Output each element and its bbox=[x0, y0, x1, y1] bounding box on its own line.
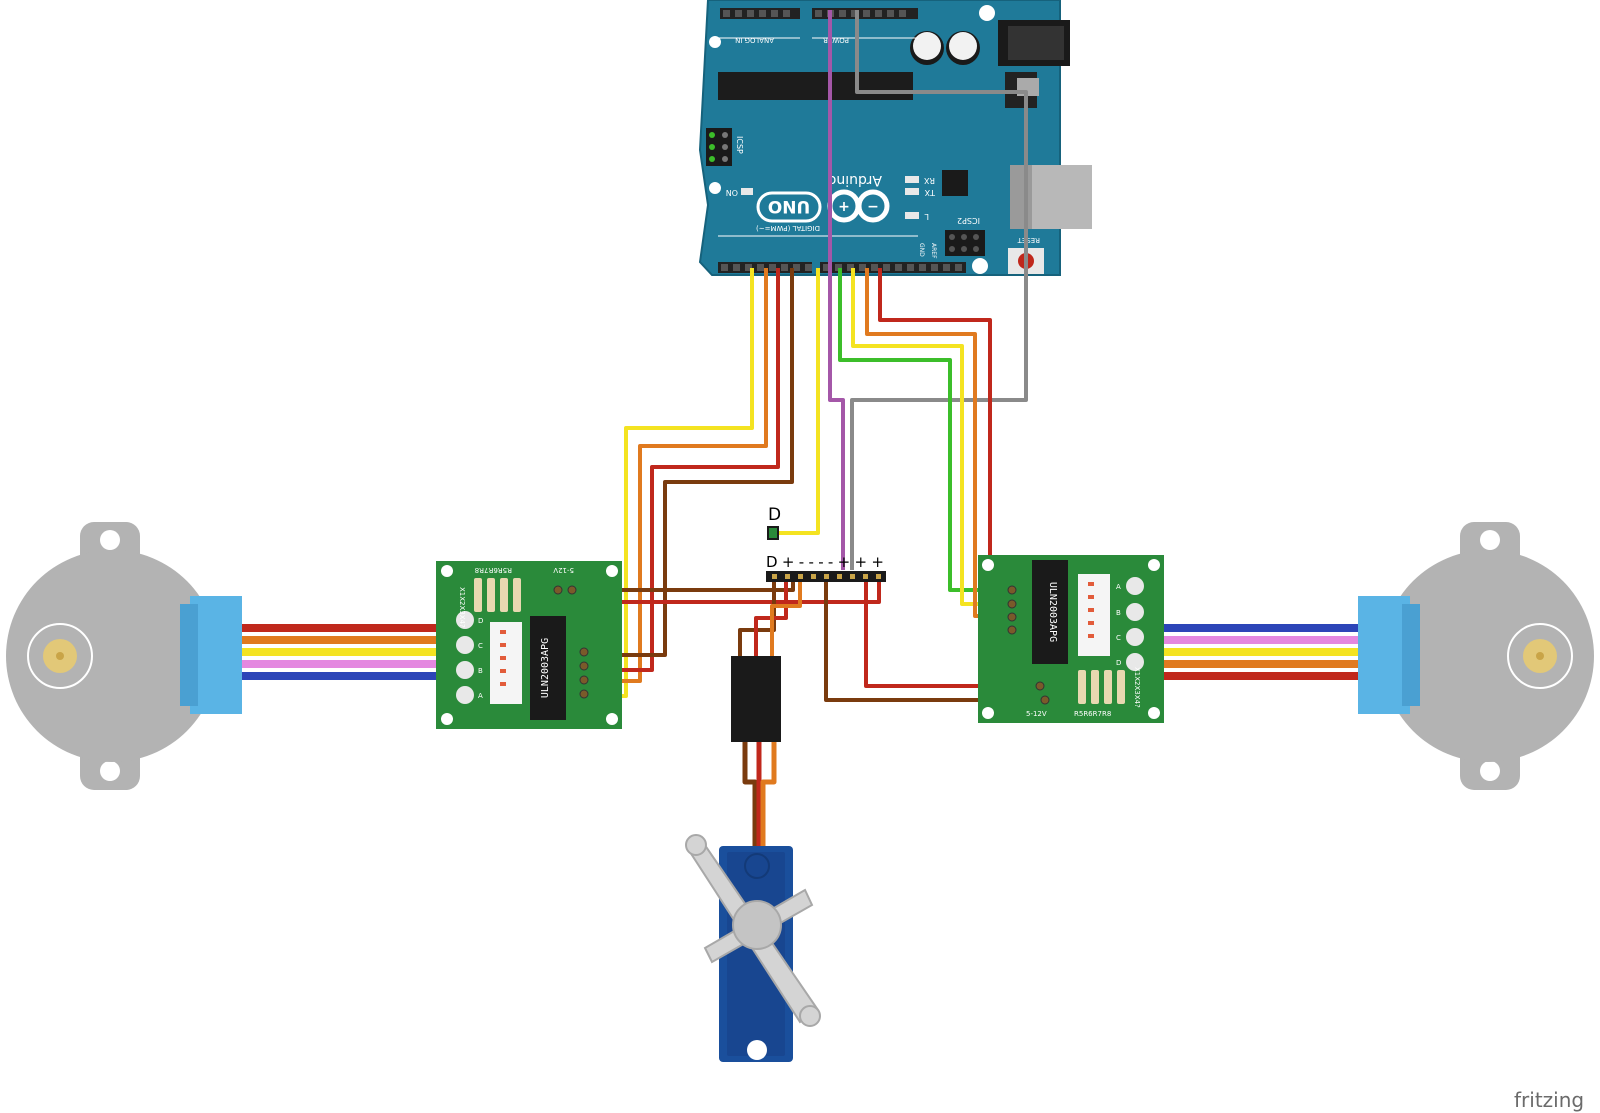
usb-controller-chip bbox=[942, 170, 968, 196]
mounting-hole bbox=[709, 36, 721, 48]
driver-board-right: ULN2003APG A B C D R5R6R7R8 X1X2X3X4? 5-… bbox=[978, 555, 1164, 723]
header-top-label: D bbox=[768, 505, 781, 525]
servo-connector bbox=[731, 656, 781, 742]
gnd-label: GND bbox=[918, 243, 925, 257]
header-pin-d-top bbox=[767, 526, 779, 540]
reset-label: RESET bbox=[1017, 236, 1040, 244]
ribbon-cable-left bbox=[242, 624, 438, 680]
wire-purple-vin bbox=[828, 10, 845, 570]
mounting-hole bbox=[979, 5, 995, 21]
stepper-motor-left bbox=[6, 522, 242, 790]
servo-cable-brown bbox=[742, 742, 758, 865]
analog-header bbox=[720, 8, 800, 19]
svg-text:−: − bbox=[867, 199, 879, 215]
motor-socket bbox=[490, 622, 522, 704]
on-label: ON bbox=[726, 188, 738, 197]
rx-led bbox=[905, 176, 919, 183]
led-label-b: B bbox=[478, 667, 483, 675]
driver-board-left: D C B A ULN2003APG R5R6R7R8 X1X2X3X4? 5-… bbox=[436, 561, 622, 729]
led-b bbox=[456, 661, 474, 679]
wire-brown-left bbox=[585, 268, 794, 657]
svg-text:+: + bbox=[838, 199, 850, 215]
digital-label: DIGITAL (PWM=~) bbox=[756, 224, 820, 232]
led-label-d: D bbox=[1116, 659, 1121, 667]
led-a bbox=[456, 686, 474, 704]
resistor-array bbox=[474, 578, 521, 612]
motor-connector-left bbox=[190, 596, 242, 714]
wire-yellow-header-d bbox=[773, 268, 820, 535]
voltage-label: 5-12V bbox=[1026, 710, 1047, 718]
led-label-b: B bbox=[1116, 609, 1121, 617]
caps-label: X1X2X3X4? bbox=[458, 587, 466, 628]
led-d bbox=[1126, 653, 1144, 671]
led-d bbox=[456, 611, 474, 629]
atmega-chip bbox=[718, 72, 913, 100]
chip-label: ULN2003APG bbox=[1047, 582, 1058, 642]
tx-label: TX bbox=[924, 188, 936, 197]
on-led bbox=[741, 188, 753, 195]
digital-header bbox=[718, 262, 966, 273]
motor-connector-right bbox=[1358, 596, 1410, 714]
tx-led bbox=[905, 188, 919, 195]
arduino-uno-board: ANALOG IN POWER ICSP ICSP2 bbox=[698, 0, 1092, 276]
pin-header: D D + - - - - + + + bbox=[766, 505, 886, 582]
mounting-hole bbox=[972, 258, 988, 274]
wire-red-left bbox=[585, 268, 780, 672]
led-a bbox=[1126, 577, 1144, 595]
led-label-c: C bbox=[1116, 634, 1121, 642]
led-label-d: D bbox=[478, 617, 483, 625]
wire-brown-right-power bbox=[824, 580, 1045, 702]
led-label-a: A bbox=[1116, 583, 1121, 591]
fritzing-watermark: fritzing bbox=[1514, 1088, 1584, 1112]
uln2003-chip bbox=[1032, 560, 1068, 664]
aref-label: AREF bbox=[930, 243, 937, 259]
wire-red-left-power bbox=[558, 580, 881, 604]
wire-green-right bbox=[838, 268, 1010, 592]
header-row-label: D + - - - - + + + bbox=[766, 553, 884, 571]
arduino-brand-label: Arduino bbox=[828, 172, 882, 188]
stepper-motor-right bbox=[1358, 522, 1594, 790]
servo-horn bbox=[685, 834, 821, 1027]
caps-label: X1X2X3X4? bbox=[1133, 667, 1141, 708]
uno-logo: UNO bbox=[756, 191, 822, 223]
wire-brown-left-power bbox=[558, 580, 795, 592]
l-led bbox=[905, 212, 919, 219]
led-label-c: C bbox=[478, 642, 483, 650]
resistors-label: R5R6R7R8 bbox=[475, 566, 512, 574]
analog-in-label: ANALOG IN bbox=[735, 36, 774, 44]
power-label: POWER bbox=[823, 36, 849, 44]
ribbon-cable-right bbox=[1164, 624, 1360, 680]
voltage-label: 5-12V bbox=[553, 566, 574, 574]
led-b bbox=[1126, 603, 1144, 621]
chip-label: ULN2003APG bbox=[540, 638, 551, 698]
wire-grey-gnd bbox=[850, 10, 1028, 570]
rx-label: RX bbox=[923, 176, 935, 185]
servo-motor bbox=[685, 834, 821, 1062]
resistors-label: R5R6R7R8 bbox=[1074, 710, 1111, 718]
l-label: L bbox=[924, 212, 929, 221]
motor-socket bbox=[1078, 574, 1110, 656]
led-label-a: A bbox=[478, 692, 483, 700]
led-c bbox=[1126, 628, 1144, 646]
icsp-header bbox=[706, 128, 732, 166]
mounting-hole bbox=[709, 182, 721, 194]
icsp2-header bbox=[945, 230, 985, 256]
power-header bbox=[812, 8, 918, 19]
resistor-array bbox=[1078, 670, 1125, 704]
uln2003-chip bbox=[530, 616, 566, 720]
led-c bbox=[456, 636, 474, 654]
servo-cable-orange bbox=[760, 742, 777, 865]
icsp-label: ICSP bbox=[735, 136, 744, 154]
svg-text:UNO: UNO bbox=[768, 196, 810, 216]
wire-orange-servo bbox=[770, 580, 802, 660]
icsp2-label: ICSP2 bbox=[957, 216, 980, 225]
